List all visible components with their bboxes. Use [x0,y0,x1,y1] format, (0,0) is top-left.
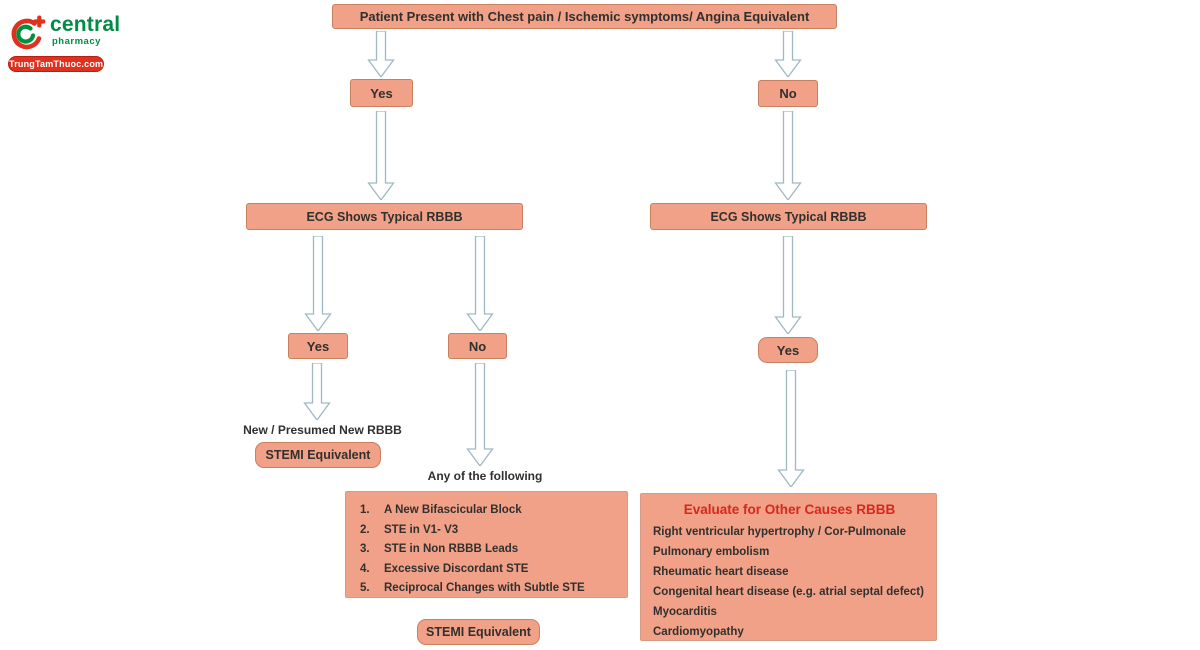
new-rbbb-note: New / Presumed New RBBB [243,423,402,437]
arrow-ecg-to-yes2-right [774,236,802,334]
arrow-yes-to-ecg-left [367,111,395,200]
cause-item: Rheumatic heart disease [653,566,789,578]
arrow-ecg-to-yes2-left [304,236,332,331]
arrow-ecg-to-no2-left [466,236,494,331]
decision-no-right: No [758,80,818,107]
criteria-item: 1. A New Bifascicular Block [360,504,522,516]
title-box: Patient Present with Chest pain / Ischem… [332,4,837,29]
stemi-equivalent-box-2: STEMI Equivalent [417,619,540,645]
any-following-label: Any of the following [427,469,543,483]
arrow-title-to-yes-left [367,31,395,77]
decision-yes-left: Yes [350,79,413,107]
criteria-item: 5. Reciprocal Changes with Subtle STE [360,582,585,594]
criteria-item: 4. Excessive Discordant STE [360,562,529,575]
arrow-yes2-to-evaluate-right [777,370,805,487]
central-pharmacy-logo: central pharmacy TrungTamThuoc.com [8,14,128,72]
arrow-yes2-to-note-left [303,363,331,420]
arrow-title-to-no-right [774,31,802,77]
ecg-box-left: ECG Shows Typical RBBB [246,203,523,230]
decision2-no-left: No [448,333,507,359]
evaluate-title: Evaluate for Other Causes RBBB [683,502,896,517]
criteria-item: 3. STE in Non RBBB Leads [360,543,519,555]
cause-item: Pulmonary embolism [653,546,770,558]
decision2-yes-right: Yes [758,337,818,363]
ecg-box-right: ECG Shows Typical RBBB [650,203,927,230]
evaluate-other-causes-box: Evaluate for Other Causes RBBB Right ven… [640,493,937,641]
cause-item: Congenital heart disease (e.g. atrial se… [653,586,924,598]
decision2-yes-left: Yes [288,333,348,359]
cause-item: Right ventricular hypertrophy / Cor-Pulm… [653,526,907,538]
arrow-no-to-ecg-right [774,111,802,200]
cause-item: Myocarditis [653,606,717,618]
criteria-item: 2. STE in V1- V3 [360,523,459,536]
logo-brand-text: central [50,13,121,36]
logo-badge: TrungTamThuoc.com [8,56,104,72]
arrow-no2-to-criteria-left [466,363,494,466]
cause-item: Cardiomyopathy [653,626,744,638]
criteria-list-box: 1. A New Bifascicular Block 2. STE in V1… [345,491,628,598]
stemi-equivalent-box-1: STEMI Equivalent [255,442,381,468]
logo-tagline-text: pharmacy [52,36,101,47]
central-pharmacy-logo-icon [8,14,46,52]
